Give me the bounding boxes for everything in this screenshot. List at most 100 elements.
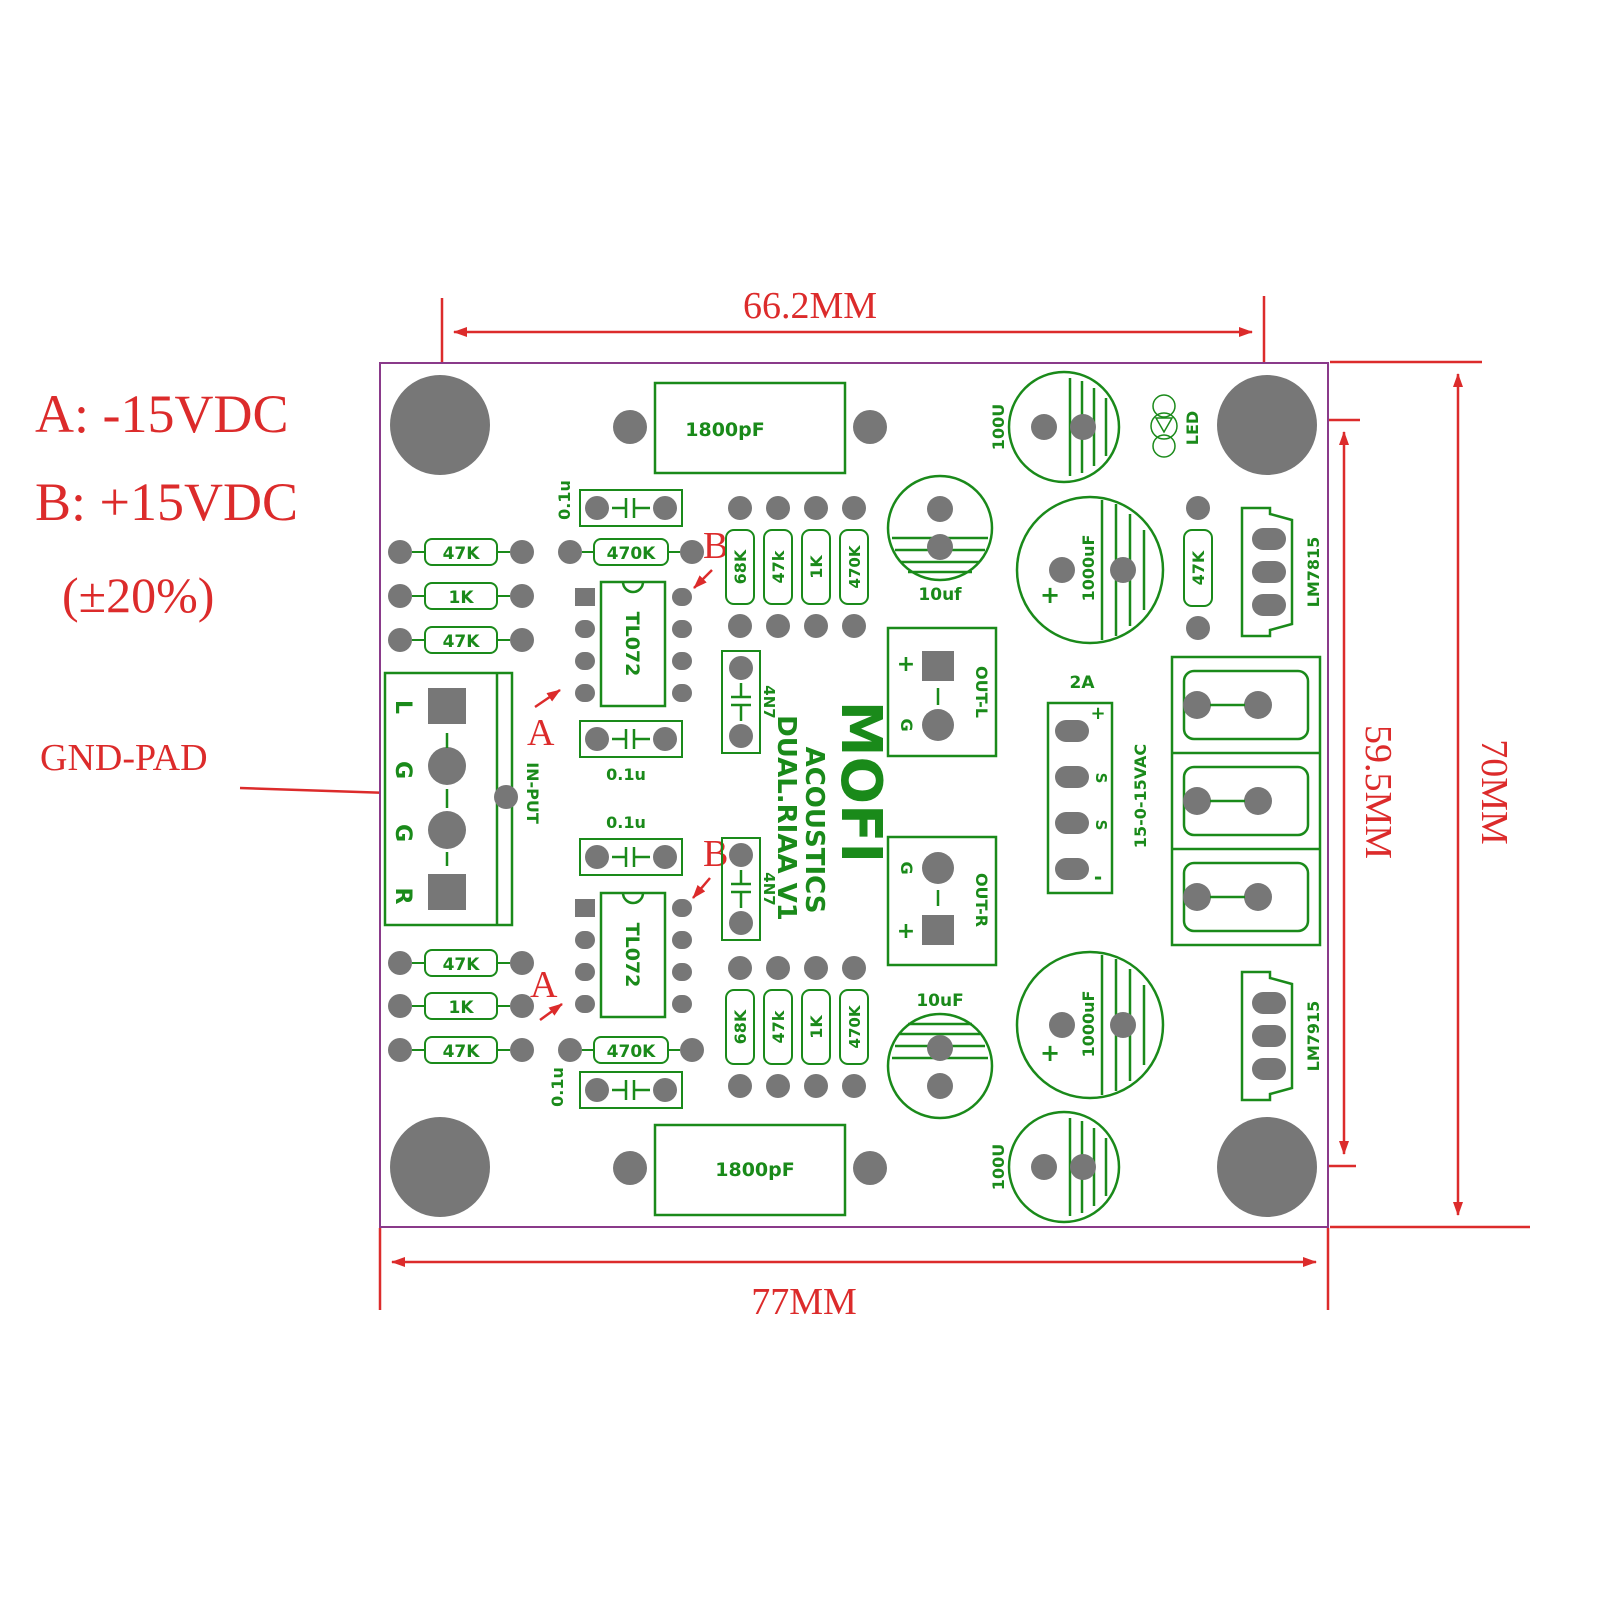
brand-block: MOFI ACOUSTICS DUAL.RIAA V1 (771, 701, 893, 921)
out-l-plus: + (897, 652, 915, 677)
input-connector: L G G R IN-PUT (383, 671, 542, 927)
note-a-supply: A: -15VDC (35, 384, 289, 444)
ac-input-terminals: 15-0-15VAC (1131, 655, 1322, 947)
cap-1800pf-bottom-label: 1800pF (715, 1159, 794, 1181)
resistor-47k-l2: 47K (388, 626, 534, 654)
input-pin-g1: G (390, 761, 415, 779)
resistor-bank-bottom: 68K 47k 1K 470K (725, 956, 869, 1098)
regulator-lm7915-label: LM7915 (1304, 1001, 1323, 1072)
out-r-connector: G + OUT-R (886, 835, 998, 967)
resistor-1k-l1-label: 1K (448, 588, 474, 608)
resistor-470k-t-label: 470K (607, 544, 656, 564)
cap-10uf-bottom: 10uF (886, 991, 994, 1120)
cap-01u-bottom: 0.1u (548, 1067, 683, 1109)
out-l-connector: + G OUT-L (886, 626, 998, 758)
note-tolerance: (±20%) (62, 567, 214, 623)
rectifier-s2: S (1092, 820, 1110, 831)
marker-a-bottom: A (530, 964, 558, 1006)
resistor-68k-t-label: 68K (731, 549, 750, 584)
out-r-plus: + (897, 919, 915, 944)
cap-01u-mid2-label: 0.1u (606, 813, 646, 832)
resistor-1k-l2: 1K (388, 992, 534, 1020)
cap-100u-top-label: 100U (989, 404, 1008, 450)
out-r-g: G (897, 861, 916, 874)
resistor-1k-l1: 1K (388, 582, 534, 610)
cap-10uf-top: 10uf (886, 474, 994, 605)
resistor-47k-vb: 47k (763, 956, 793, 1098)
resistor-68k-b: 68K (725, 956, 755, 1098)
regulator-lm7915: LM7915 (1240, 970, 1323, 1102)
gnd-pad (494, 785, 518, 809)
input-pin-g2: G (390, 824, 415, 842)
cap-1000uf-bottom: + 1000uF (1015, 950, 1165, 1100)
cap-10uf-bottom-label: 10uF (916, 991, 963, 1011)
cap-1000uf-bottom-plus: + (1040, 1039, 1060, 1067)
cap-01u-mid1: 0.1u (579, 720, 683, 784)
resistor-1k-vb: 1K (801, 956, 831, 1098)
regulator-lm7815: LM7815 (1240, 506, 1323, 638)
brand-logo: MOFI (828, 701, 893, 863)
input-pin-l: L (390, 700, 415, 714)
cap-1800pf-bottom: 1800pF (613, 1123, 887, 1217)
resistor-47k-vt: 47k (763, 496, 793, 638)
cap-4n7-top-label: 4N7 (760, 685, 778, 718)
marker-b-bottom: B (703, 833, 728, 875)
resistor-47k-reg-label: 47K (1189, 550, 1208, 585)
mounting-hole-bl (390, 1117, 490, 1217)
resistor-470k-t: 470K (558, 538, 704, 566)
resistor-47k-vb-label: 47k (769, 1010, 788, 1043)
mounting-hole-br (1217, 1117, 1317, 1217)
resistor-68k-b-label: 68K (731, 1009, 750, 1044)
cap-100u-bottom: 100U (989, 1110, 1121, 1224)
opamp-tl072-top-label: TL072 (621, 612, 643, 677)
brand-sub1: ACOUSTICS (799, 747, 829, 914)
mounting-hole-tl (390, 375, 490, 475)
opamp-tl072-bottom-label: TL072 (621, 923, 643, 988)
resistor-1k-vb-label: 1K (807, 1015, 826, 1039)
marker-a-top-arrow (534, 688, 561, 709)
marker-a-bottom-arrow (539, 1002, 563, 1022)
cap-1800pf-top: 1800pF (613, 381, 887, 475)
resistor-1k-vt-label: 1K (807, 555, 826, 579)
cap-100u-top: 100U (989, 370, 1121, 484)
resistor-470k-vt: 470K (839, 496, 869, 638)
out-l-label: OUT-L (972, 666, 991, 718)
rectifier-plus: + (1090, 703, 1105, 724)
dim-hole-x-label: 66.2MM (743, 285, 877, 327)
regulator-lm7815-label: LM7815 (1304, 537, 1323, 608)
fuse-label: 2A (1070, 673, 1096, 693)
input-label: IN-PUT (523, 762, 542, 824)
note-gnd-pad: GND-PAD (40, 737, 208, 779)
marker-a-top: A (527, 712, 555, 754)
brand-sub2: DUAL.RIAA V1 (771, 715, 801, 921)
cap-100u-bottom-label: 100U (989, 1144, 1008, 1190)
cap-1000uf-top-label: 1000uF (1079, 535, 1098, 602)
cap-1000uf-top: + 1000uF (1015, 495, 1165, 645)
resistor-47k-l3: 47K (388, 949, 534, 977)
resistor-47k-l3-label: 47K (443, 955, 481, 975)
resistor-47k-l1: 47K (388, 538, 534, 566)
rectifier-minus: - (1094, 865, 1102, 889)
dim-hole-y-label: 59.5MM (1357, 725, 1399, 859)
note-b-supply: B: +15VDC (35, 472, 298, 532)
cap-1000uf-bottom-label: 1000uF (1079, 991, 1098, 1058)
dim-board-w-label: 77MM (751, 1281, 857, 1323)
marker-b-bottom-arrow (692, 877, 711, 899)
resistor-47k-reg: 47K (1183, 496, 1213, 640)
cap-01u-top: 0.1u (555, 480, 683, 527)
cap-1000uf-top-plus: + (1040, 581, 1060, 609)
resistor-470k-vb: 470K (839, 956, 869, 1098)
input-pin-r: R (390, 888, 415, 905)
cap-10uf-top-label: 10uf (918, 585, 962, 605)
dim-board-h-label: 70MM (1473, 739, 1515, 845)
resistor-47k-l4-label: 47K (443, 1042, 481, 1062)
cap-1800pf-top-label: 1800pF (685, 419, 764, 441)
ac-input-label: 15-0-15VAC (1131, 744, 1150, 848)
marker-b-top-arrow (693, 569, 713, 589)
mounting-holes (390, 375, 1317, 1217)
resistor-470k-vt-label: 470K (846, 544, 864, 588)
resistor-470k-b-label: 470K (607, 1042, 656, 1062)
resistor-47k-l4: 47K (388, 1036, 534, 1064)
resistor-1k-l2-label: 1K (448, 998, 474, 1018)
